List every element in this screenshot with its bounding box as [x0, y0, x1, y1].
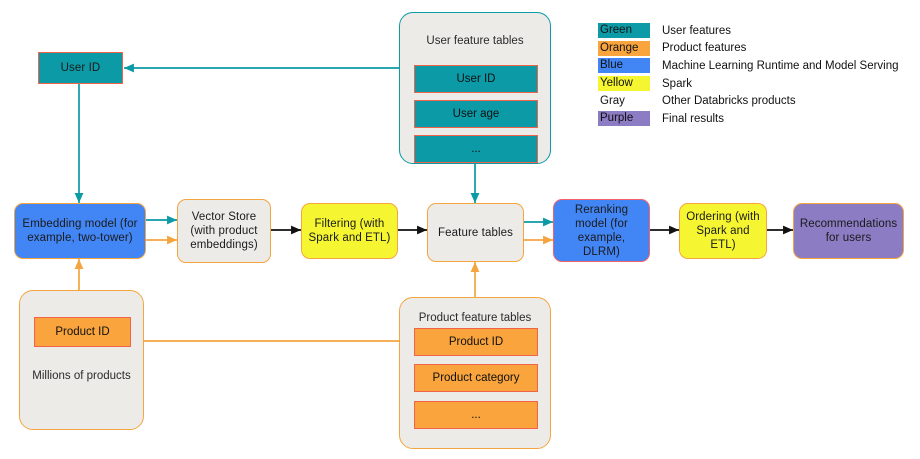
node-ordering-label: Ordering (with Spark and ETL)	[686, 211, 760, 251]
chip-products-product-id[interactable]: Product ID	[34, 317, 131, 347]
panel-millions-of-products-caption: Millions of products	[32, 370, 131, 382]
node-user-id-label: User ID	[60, 62, 101, 74]
chip-product-category-label: Product category	[432, 372, 520, 384]
legend-swatch-green: Green	[598, 23, 650, 39]
legend-row-gray: Gray Other Databricks products	[598, 92, 916, 110]
legend-desc-gray: Other Databricks products	[662, 95, 796, 108]
legend-row-green: Green User features	[598, 22, 916, 40]
node-recommendations[interactable]: Recommendations for users	[793, 203, 904, 259]
node-embedding-model-label: Embedding model (for example, two-tower)	[22, 218, 138, 244]
node-recommendations-label: Recommendations for users	[799, 218, 898, 244]
legend-swatch-yellow: Yellow	[598, 76, 650, 92]
node-filtering-label: Filtering (with Spark and ETL)	[308, 218, 391, 244]
legend-swatch-orange: Orange	[598, 40, 650, 56]
legend: Green User features Orange Product featu…	[598, 22, 916, 128]
legend-desc-green: User features	[662, 24, 732, 37]
chip-product-more-label: ...	[471, 409, 481, 421]
legend-row-purple: Purple Final results	[598, 110, 916, 128]
chip-user-more[interactable]: ...	[414, 135, 538, 163]
legend-row-orange: Orange Product features	[598, 40, 916, 58]
panel-product-feature-tables-title: Product feature tables	[418, 312, 532, 324]
chip-user-age-label: User age	[452, 108, 500, 120]
panel-product-feature-tables: Product feature tables Product ID Produc…	[399, 297, 551, 449]
legend-swatch-blue: Blue	[598, 58, 650, 74]
node-reranking-model[interactable]: Reranking model (for example, DLRM)	[553, 199, 650, 262]
node-user-id[interactable]: User ID	[38, 52, 123, 84]
legend-swatch-purple: Purple	[598, 111, 650, 127]
chip-user-id-label: User ID	[456, 73, 496, 85]
legend-desc-purple: Final results	[662, 112, 724, 125]
panel-millions-of-products: Product ID Millions of products	[19, 290, 144, 430]
node-filtering[interactable]: Filtering (with Spark and ETL)	[301, 203, 398, 259]
chip-product-more[interactable]: ...	[414, 401, 538, 429]
legend-swatch-gray: Gray	[598, 93, 650, 109]
chip-user-id[interactable]: User ID	[414, 65, 538, 93]
chip-user-more-label: ...	[471, 143, 481, 155]
chip-product-id[interactable]: Product ID	[414, 328, 538, 356]
node-feature-tables-label: Feature tables	[438, 226, 513, 239]
node-embedding-model[interactable]: Embedding model (for example, two-tower)	[14, 203, 146, 259]
legend-row-yellow: Yellow Spark	[598, 75, 916, 93]
legend-desc-blue: Machine Learning Runtime and Model Servi…	[662, 59, 899, 72]
node-feature-tables[interactable]: Feature tables	[427, 203, 524, 262]
panel-user-feature-tables-title: User feature tables	[426, 35, 524, 47]
panel-user-feature-tables: User feature tables User ID User age ...	[399, 12, 551, 164]
node-ordering[interactable]: Ordering (with Spark and ETL)	[679, 203, 767, 259]
chip-product-category[interactable]: Product category	[414, 364, 538, 392]
chip-product-id-label: Product ID	[448, 336, 504, 348]
node-vector-store[interactable]: Vector Store (with product embeddings)	[177, 199, 271, 263]
node-vector-store-label: Vector Store (with product embeddings)	[190, 211, 258, 251]
node-reranking-model-label: Reranking model (for example, DLRM)	[574, 203, 629, 258]
chip-products-product-id-label: Product ID	[55, 326, 110, 338]
legend-desc-orange: Product features	[662, 42, 747, 55]
legend-row-blue: Blue Machine Learning Runtime and Model …	[598, 57, 916, 75]
chip-user-age[interactable]: User age	[414, 100, 538, 128]
legend-desc-yellow: Spark	[662, 77, 693, 90]
